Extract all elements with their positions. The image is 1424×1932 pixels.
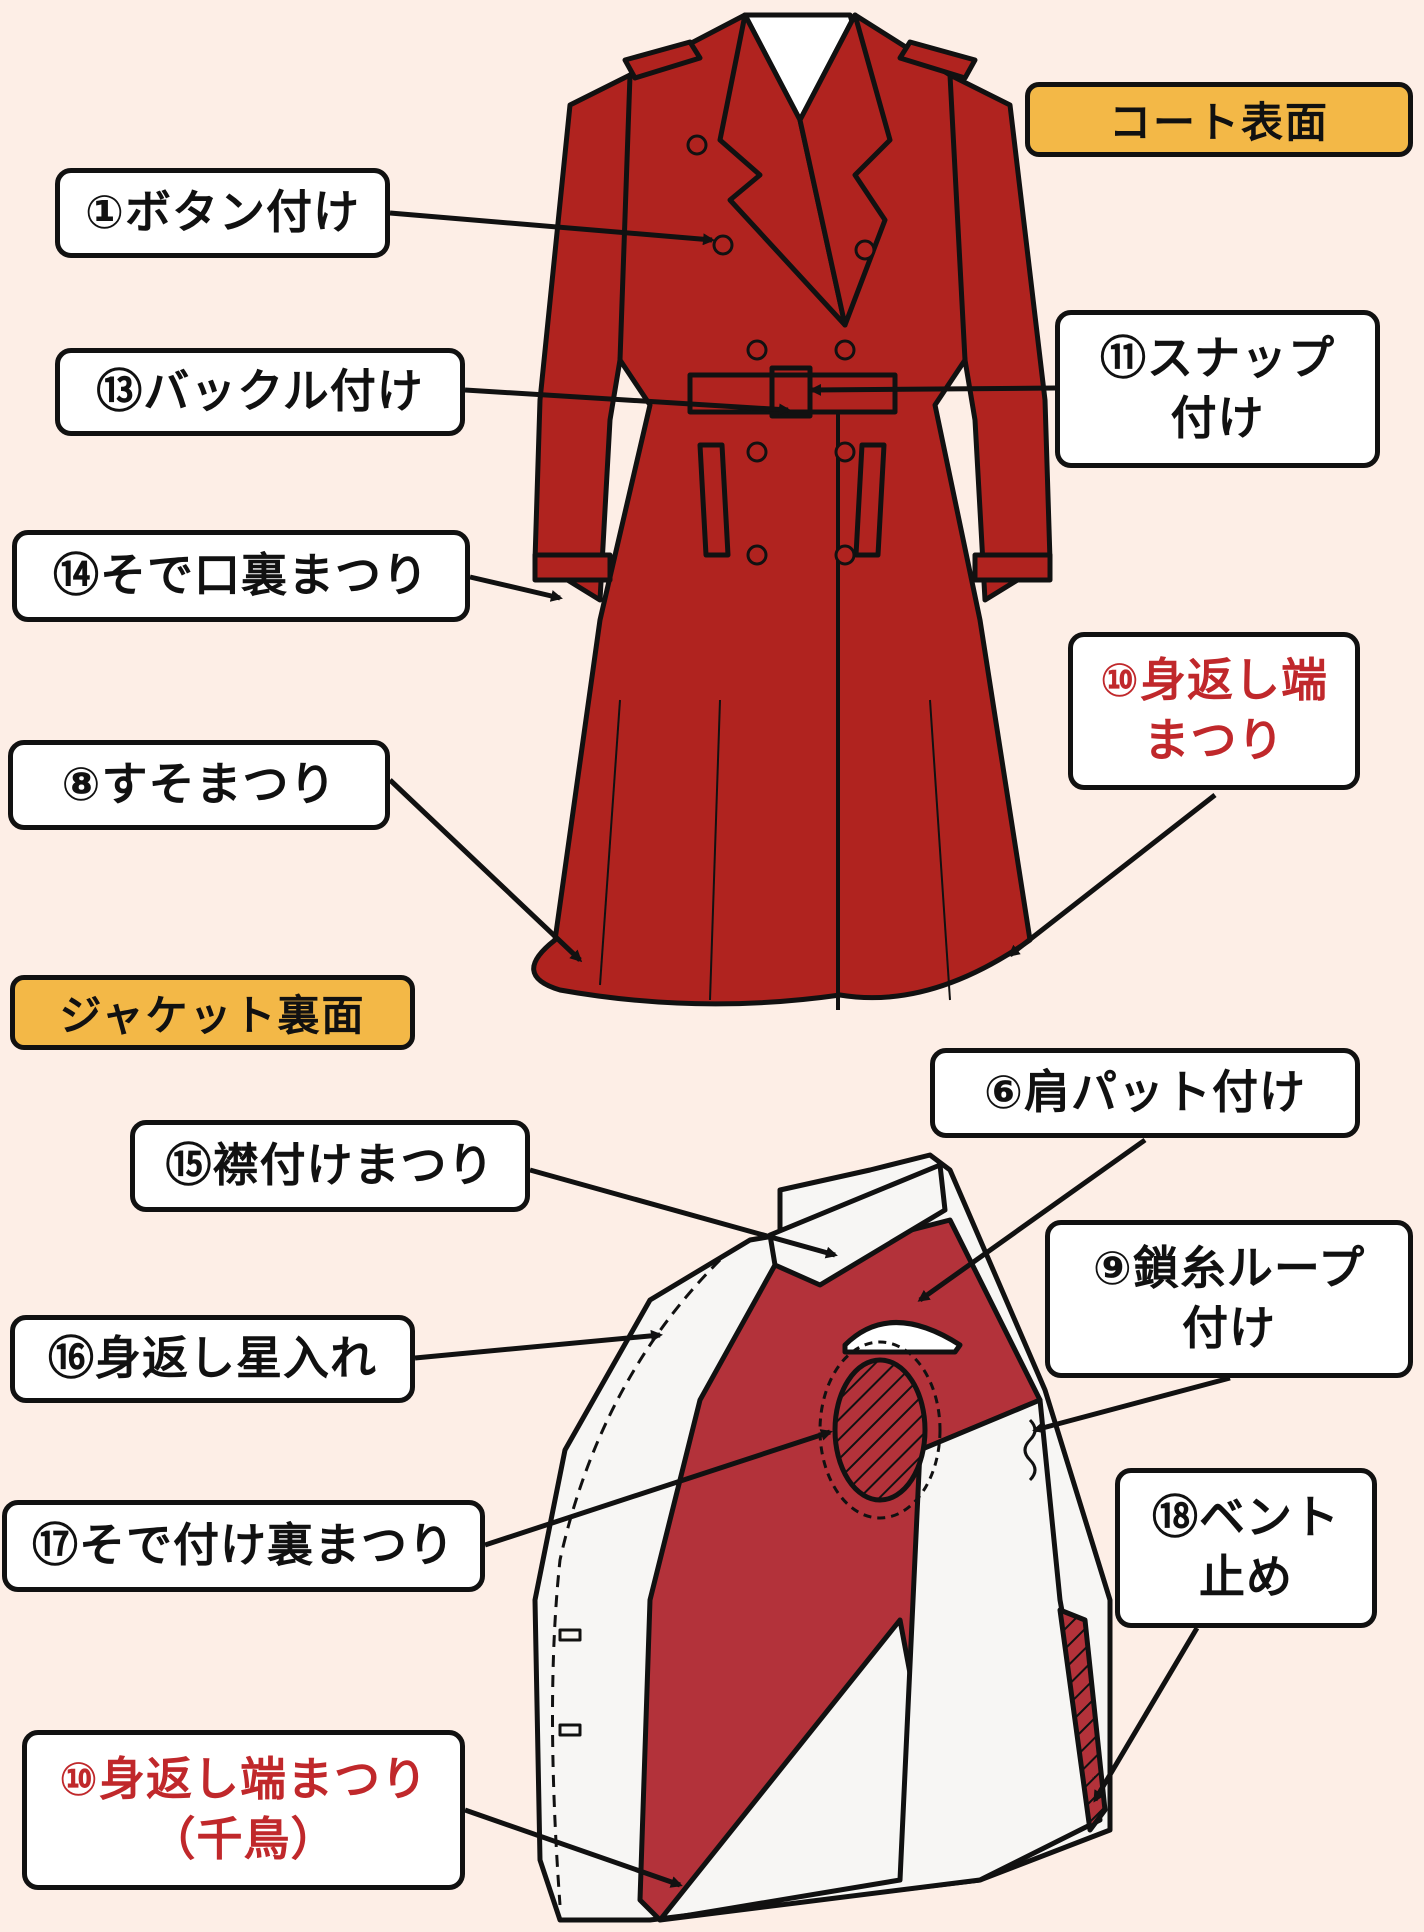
label-sleeve-lining: ⑭そで口裏まつり	[12, 530, 470, 622]
label-buckle: ⑬バックル付け	[55, 348, 465, 436]
label-snap: ⑪スナップ 付け	[1055, 310, 1380, 468]
label-sleeve-attach: ⑰そで付け裏まつり	[2, 1500, 485, 1592]
coat-buttons	[686, 134, 876, 566]
label-vent: ⑱ベント 止め	[1115, 1468, 1377, 1628]
label-button: ①ボタン付け	[55, 168, 390, 258]
leader-arrows	[388, 210, 1231, 1888]
section-jacket-back: ジャケット裏面	[10, 975, 415, 1050]
label-shoulder-pad: ⑥肩パット付け	[930, 1048, 1360, 1138]
label-facing-edge: ⑩身返し端 まつり	[1068, 632, 1360, 790]
label-facing-edge-chidori: ⑩身返し端まつり （千鳥）	[22, 1730, 465, 1890]
jacket-lining-illustration	[532, 1152, 1113, 1923]
label-chain-loop: ⑨鎖糸ループ 付け	[1045, 1220, 1413, 1378]
label-collar: ⑮襟付けまつり	[130, 1120, 530, 1212]
label-facing-star: ⑯身返し星入れ	[10, 1315, 415, 1403]
label-hem: ⑧すそまつり	[8, 740, 390, 830]
section-coat-front: コート表面	[1025, 82, 1413, 157]
trench-coat-illustration	[531, 12, 1053, 1010]
